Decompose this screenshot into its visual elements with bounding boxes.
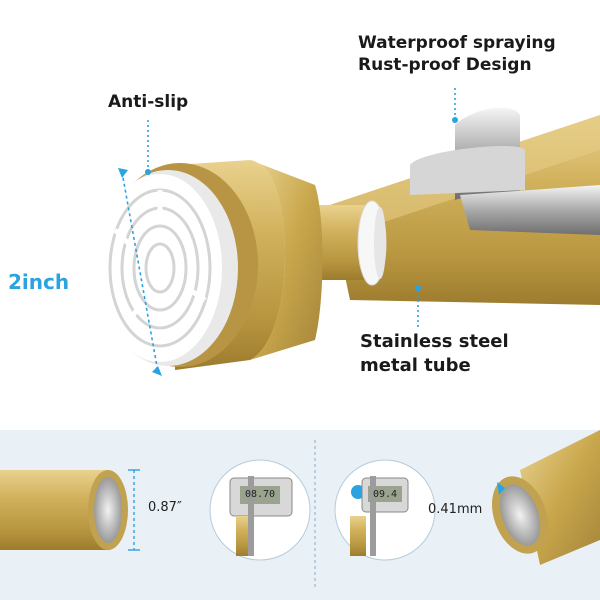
waterproof-label: Waterproof spraying Rust-proof Design bbox=[358, 32, 556, 76]
outer-dimension-bracket bbox=[128, 469, 140, 551]
outer-tube-diameter-label: 0.87″ bbox=[148, 500, 182, 515]
inner-tube-section bbox=[491, 430, 600, 565]
diameter-label: 2inch bbox=[8, 270, 70, 294]
waterproof-line-1: Waterproof spraying bbox=[358, 33, 556, 53]
caliper-thumbnail-left bbox=[209, 459, 311, 561]
outer-tube-section bbox=[0, 470, 128, 550]
stainless-dot bbox=[415, 285, 421, 291]
anti-slip-label: Anti-slip bbox=[108, 92, 189, 112]
waterproof-dot bbox=[452, 117, 458, 123]
stainless-line-1: Stainless steel bbox=[360, 331, 509, 352]
stainless-label: Stainless steel metal tube bbox=[360, 330, 509, 378]
diameter-dimension bbox=[121, 171, 159, 373]
waterproof-line-2: Rust-proof Design bbox=[358, 55, 532, 75]
callout-lines bbox=[147, 88, 456, 330]
inner-dimension-arrow bbox=[497, 482, 505, 495]
stainless-line-2: metal tube bbox=[360, 355, 471, 376]
caliper-thumbnail-right bbox=[334, 459, 436, 561]
caliper-readout-right: 09.4 bbox=[372, 489, 398, 500]
anti-slip-pad bbox=[98, 170, 238, 366]
inner-tube-diameter-label: 0.41mm bbox=[428, 502, 483, 517]
caliper-readout-left: 08.70 bbox=[244, 489, 276, 500]
anti-slip-dot bbox=[145, 169, 151, 175]
cutaway-steel-tube bbox=[410, 101, 600, 235]
